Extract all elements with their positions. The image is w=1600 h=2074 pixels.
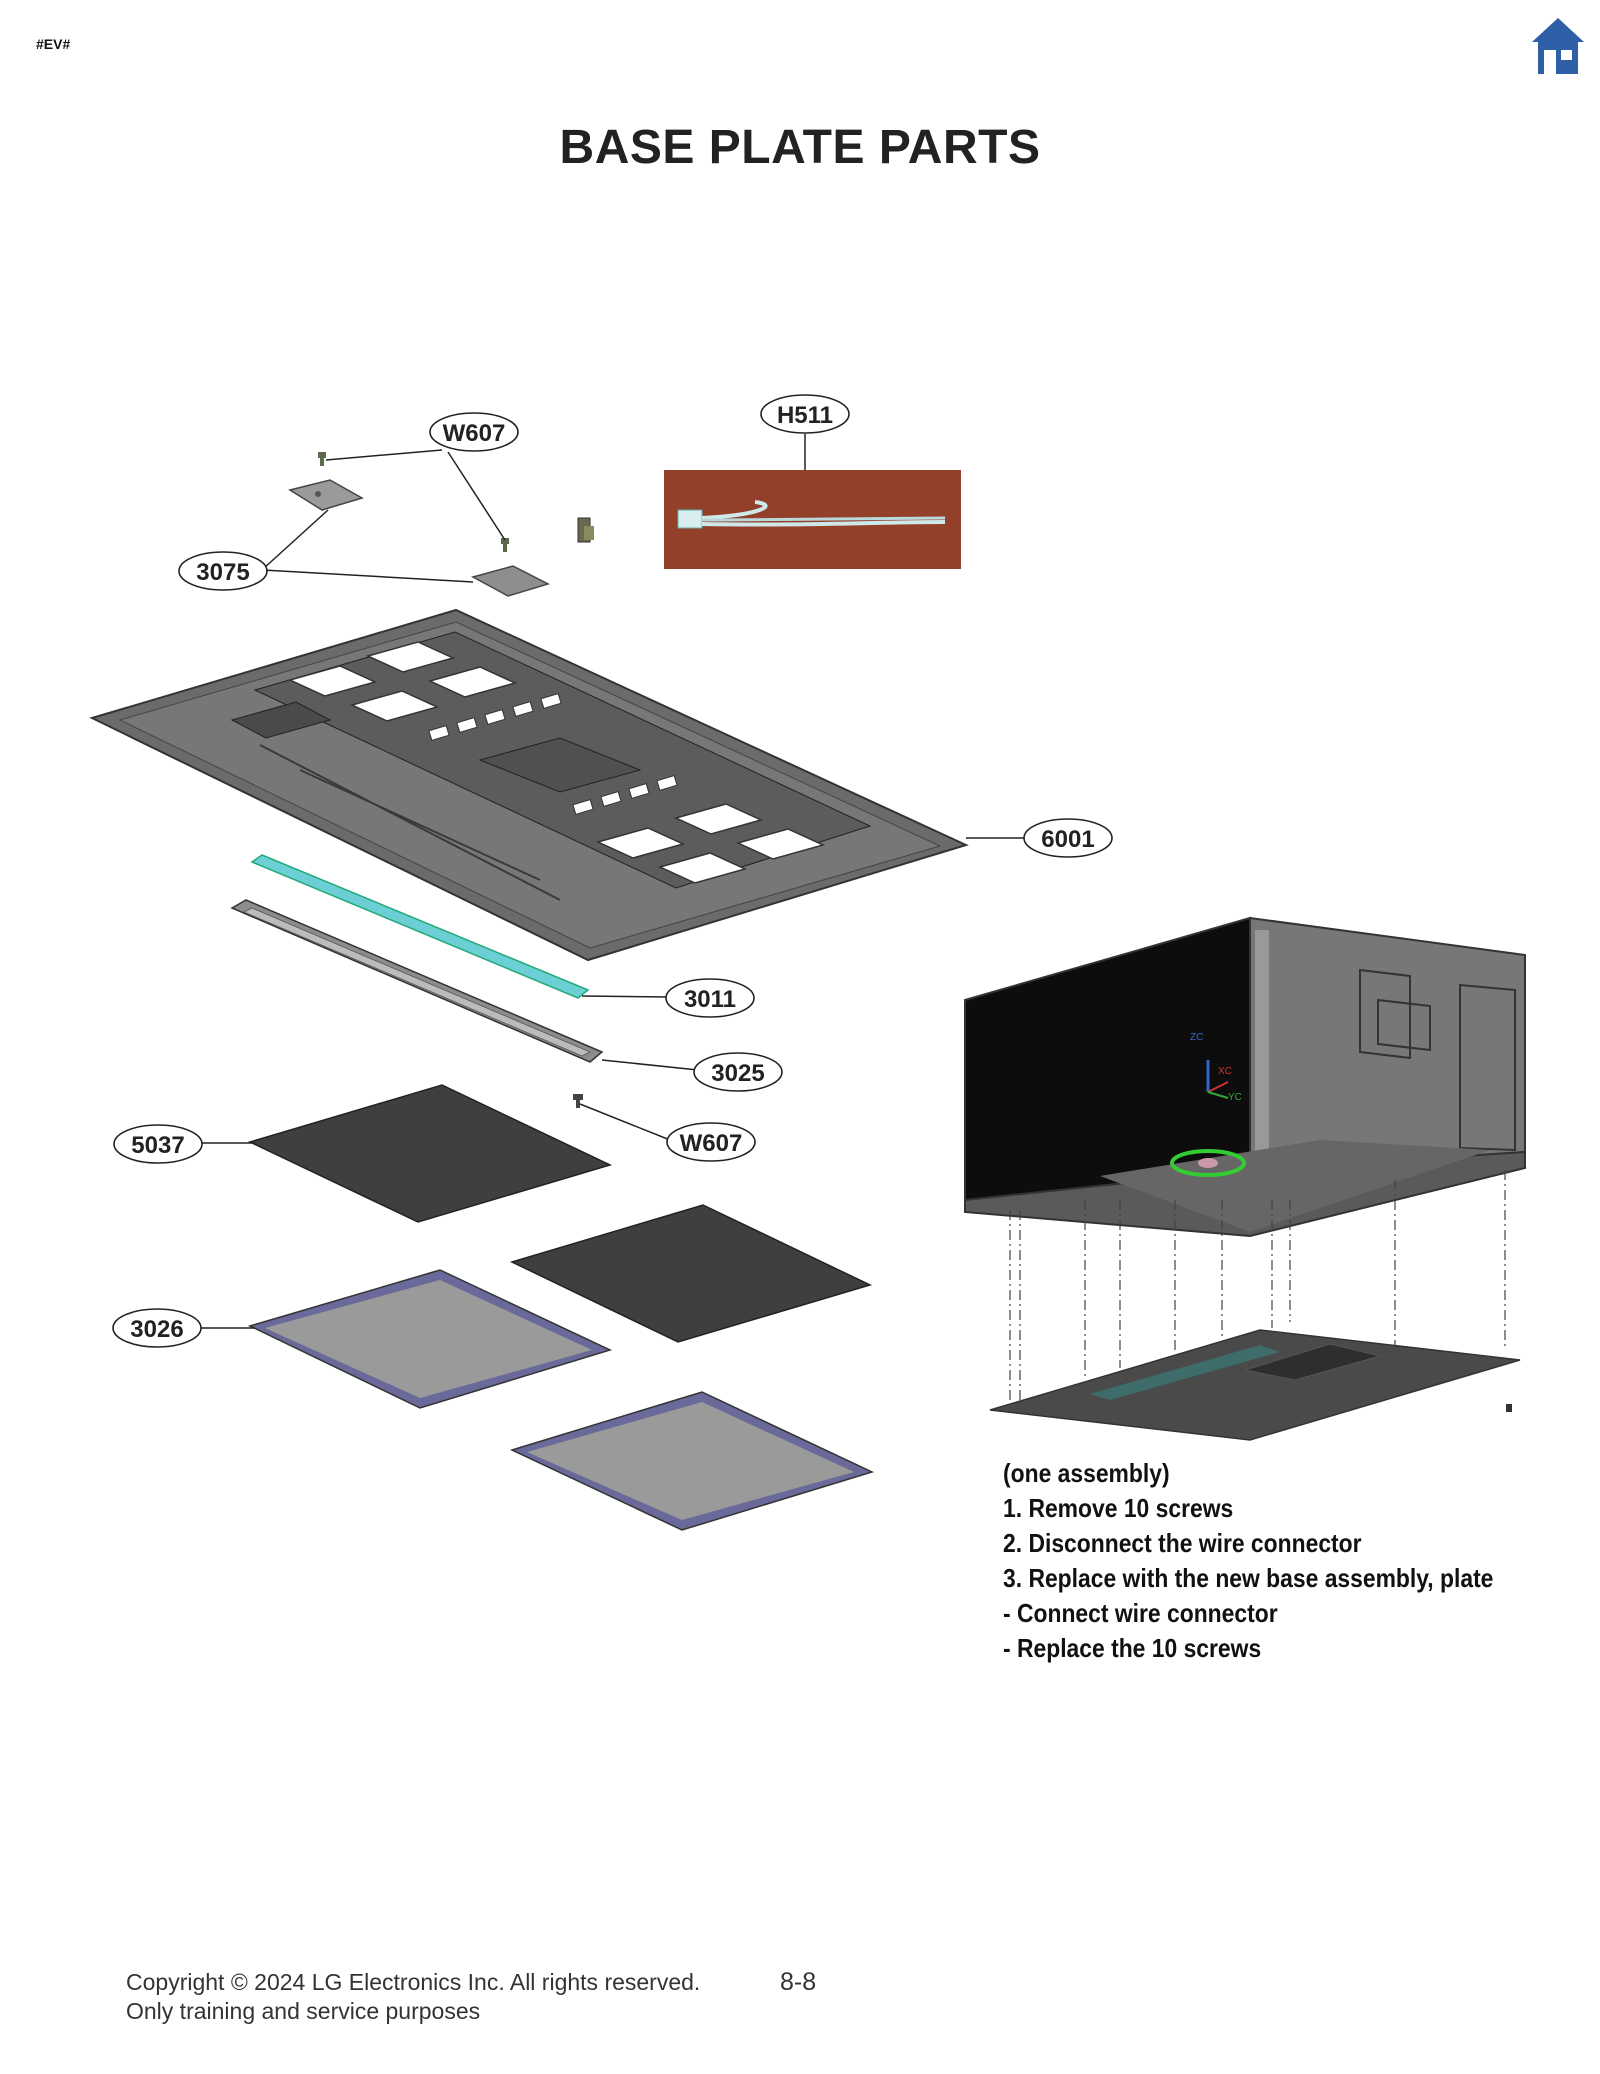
screw-w607-c (573, 1094, 583, 1108)
callout-label: W607 (680, 1130, 743, 1157)
purpose-text: Only training and service purposes (126, 1998, 481, 2024)
callout-label: 3011 (684, 986, 736, 1013)
filter-pad-part-5037-b (509, 1204, 873, 1343)
callout-3075: 3075 (178, 551, 268, 591)
callout-label: 6001 (1041, 826, 1094, 853)
callout-label: 3075 (196, 559, 249, 586)
instruction-line: (one assembly) (1003, 1458, 1170, 1488)
wire-harness-photo-h511 (664, 470, 961, 569)
connector-bracket (577, 517, 594, 543)
filter-frame-part-3026-b (509, 1391, 875, 1531)
instruction-line: - Replace the 10 screws (1003, 1633, 1262, 1663)
callout-w607-top: W607 (429, 412, 519, 452)
callout-5037: 5037 (113, 1124, 203, 1164)
callout-label: H511 (777, 402, 833, 429)
base-plate-part-6001 (89, 608, 969, 962)
callout-w607-bottom: W607 (666, 1122, 756, 1162)
footer: Copyright © 2024 LG Electronics Inc. All… (126, 1968, 700, 2026)
rail-part-3025 (230, 899, 604, 1063)
axis-label-y: YC (1228, 1092, 1242, 1103)
cover-plate-part-3075-b (471, 565, 550, 597)
screw-w607-a (318, 452, 326, 466)
callout-h511: H511 (760, 394, 850, 434)
cover-plate-part-3075-a (288, 479, 364, 511)
filter-frame-part-3026-a (247, 1269, 613, 1409)
ev-tag: #EV# (36, 36, 71, 52)
callout-3011: 3011 (665, 978, 755, 1018)
callout-6001: 6001 (1023, 818, 1113, 858)
callout-3025: 3025 (693, 1052, 783, 1092)
axis-label-x: XC (1218, 1066, 1232, 1077)
callout-label: 5037 (131, 1132, 184, 1159)
replacement-instructions: (one assembly) 1. Remove 10 screws 2. Di… (1003, 1456, 1496, 1666)
assembled-oven-illustration: ZC XC YC (964, 916, 1526, 1441)
page-number: 8-8 (780, 1968, 817, 1996)
axis-label-z: ZC (1190, 1032, 1203, 1043)
callout-3026: 3026 (112, 1308, 202, 1348)
copyright-text: Copyright © 2024 LG Electronics Inc. All… (126, 1969, 701, 1995)
callout-label: 3026 (130, 1316, 183, 1343)
instruction-line: - Connect wire connector (1003, 1598, 1278, 1628)
home-icon[interactable] (1530, 16, 1586, 78)
callout-label: W607 (443, 420, 506, 447)
instruction-line: 1. Remove 10 screws (1003, 1493, 1234, 1523)
instruction-line: 2. Disconnect the wire connector (1003, 1528, 1362, 1558)
callout-label: 3025 (711, 1060, 764, 1087)
page-title: BASE PLATE PARTS (559, 121, 1041, 174)
strip-part-3011 (250, 854, 590, 999)
filter-pad-part-5037-a (247, 1084, 613, 1223)
leader-lines (200, 434, 1028, 1329)
screw-w607-b (501, 538, 509, 552)
instruction-line: 3. Replace with the new base assembly, p… (1003, 1563, 1494, 1593)
